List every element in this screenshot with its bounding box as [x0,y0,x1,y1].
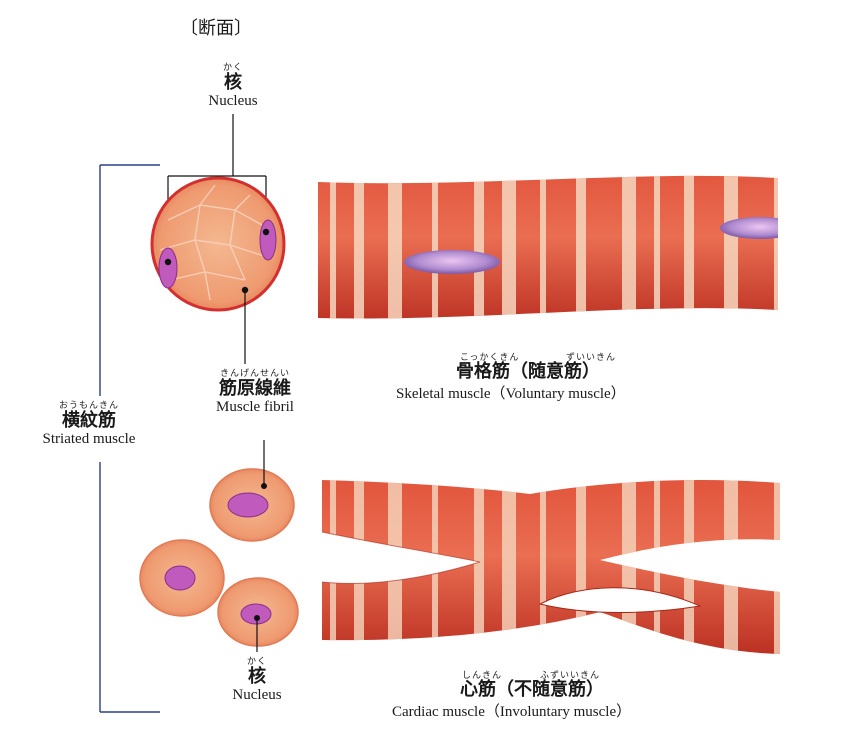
cardiac-label: しんきん ふずいいきん 心筋（不随意筋） Cardiac muscle（Invo… [392,668,722,721]
cardiac-striation [684,480,694,654]
nucleus-bottom-english: Nucleus [232,687,282,703]
cardiac-striation [654,480,660,654]
cardiac-striation [576,480,586,654]
skeletal-label: こっかくきん ずいいきん 骨格筋（随意筋） Skeletal muscle（Vo… [396,350,716,403]
fibril-kanji: 筋原線維 [219,378,291,399]
skeletal-striation [330,175,336,319]
skeletal-reading-1: こっかくきん [460,353,520,363]
cardiac-striation [330,480,336,654]
skeletal-striation [540,175,546,319]
fibril-english: Muscle fibril [216,399,294,415]
striated-reading: おうもんきん [58,401,119,411]
cardiac-striation [622,480,636,654]
skeletal-striation [684,175,694,319]
cardiac-reading-2: ふずいいきん [540,671,601,681]
skeletal-reading-2: ずいいきん [566,353,617,363]
cardiac-striation [540,480,546,654]
cardiac-gap [538,587,702,613]
skeletal-english: Skeletal muscle（Voluntary muscle） [396,386,626,402]
skeletal-striation [724,175,738,319]
skeletal-striation [622,175,636,319]
cardiac-english: Cardiac muscle（Involuntary muscle） [392,704,632,720]
skeletal-kanji: 骨格筋（随意筋） [456,361,600,382]
skeletal-striation [774,175,778,319]
skeletal-muscle-fiber [318,175,778,319]
nucleus-bottom-kanji: 核 [248,666,266,687]
skeletal-striation [474,175,484,319]
skeletal-striation [432,175,438,319]
striated-english: Striated muscle [42,431,136,447]
cardiac-striation [724,480,738,654]
nucleus-top-reading: かく [222,63,243,73]
skeletal-striation [576,175,586,319]
nucleus-top-label: かく 核 Nucleus [193,60,273,110]
fibril-reading: きんげんせんい [219,369,290,379]
cardiac-cross-sections [139,468,299,647]
skeletal-cross-section [150,176,286,312]
skeletal-striation [388,175,402,319]
skeletal-striation [354,175,364,319]
cardiac-kanji: 心筋（不随意筋） [460,679,604,700]
cardiac-muscle-fibers [322,480,780,654]
striated-kanji: 横紋筋 [62,410,116,431]
nucleus-top-english: Nucleus [208,93,258,109]
skeletal-striation [654,175,660,319]
nucleus-bottom-label: かく 核 Nucleus [217,654,297,704]
section-title: 〔断面〕 [180,18,252,39]
cardiac-striation [774,480,780,654]
nucleus-bottom-reading: かく [246,657,267,667]
cardiac-striation [502,480,516,654]
cardiac-striation [388,480,402,654]
striated-bracket [99,164,160,713]
cardiac-reading-1: しんきん [462,671,503,681]
nucleus-top-kanji: 核 [224,72,242,93]
cardiac-striation [432,480,438,654]
skeletal-striation [502,175,516,319]
cardiac-striation [474,480,484,654]
striated-label: おうもんきん 横紋筋 Striated muscle [14,398,164,448]
fibril-label: きんげんせんい 筋原線維 Muscle fibril [195,366,315,416]
cardiac-striation [354,480,364,654]
